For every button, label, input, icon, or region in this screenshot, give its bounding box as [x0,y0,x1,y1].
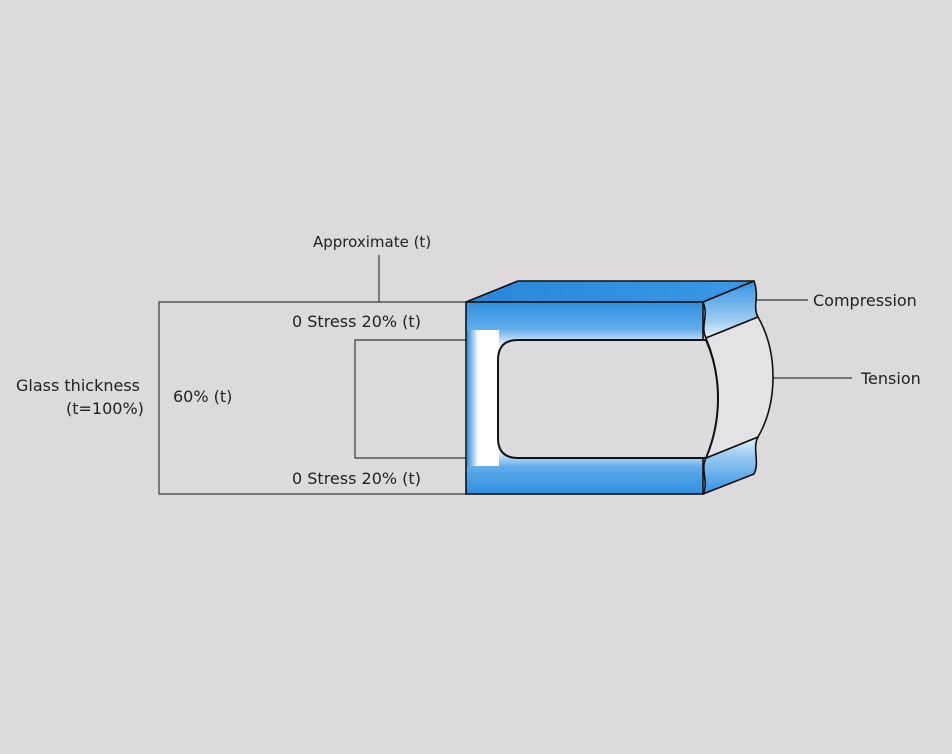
compression-label: Compression [813,291,917,310]
sixty-percent-label: 60% (t) [173,387,233,406]
front-left-fade [467,330,499,466]
glass-thickness-bracket [158,301,470,495]
stress-top-label: 0 Stress 20% (t) [292,312,421,331]
sixty-percent-bracket [354,339,505,459]
approximate-label: Approximate (t) [313,233,432,251]
stress-bottom-label: 0 Stress 20% (t) [292,469,421,488]
side-compression-bottom [702,436,759,495]
tension-zone [497,339,719,459]
glass-thickness-label: Glass thickness [16,376,140,395]
glass-thickness-percent-label: (t=100%) [66,399,144,418]
tension-label: Tension [861,369,921,388]
